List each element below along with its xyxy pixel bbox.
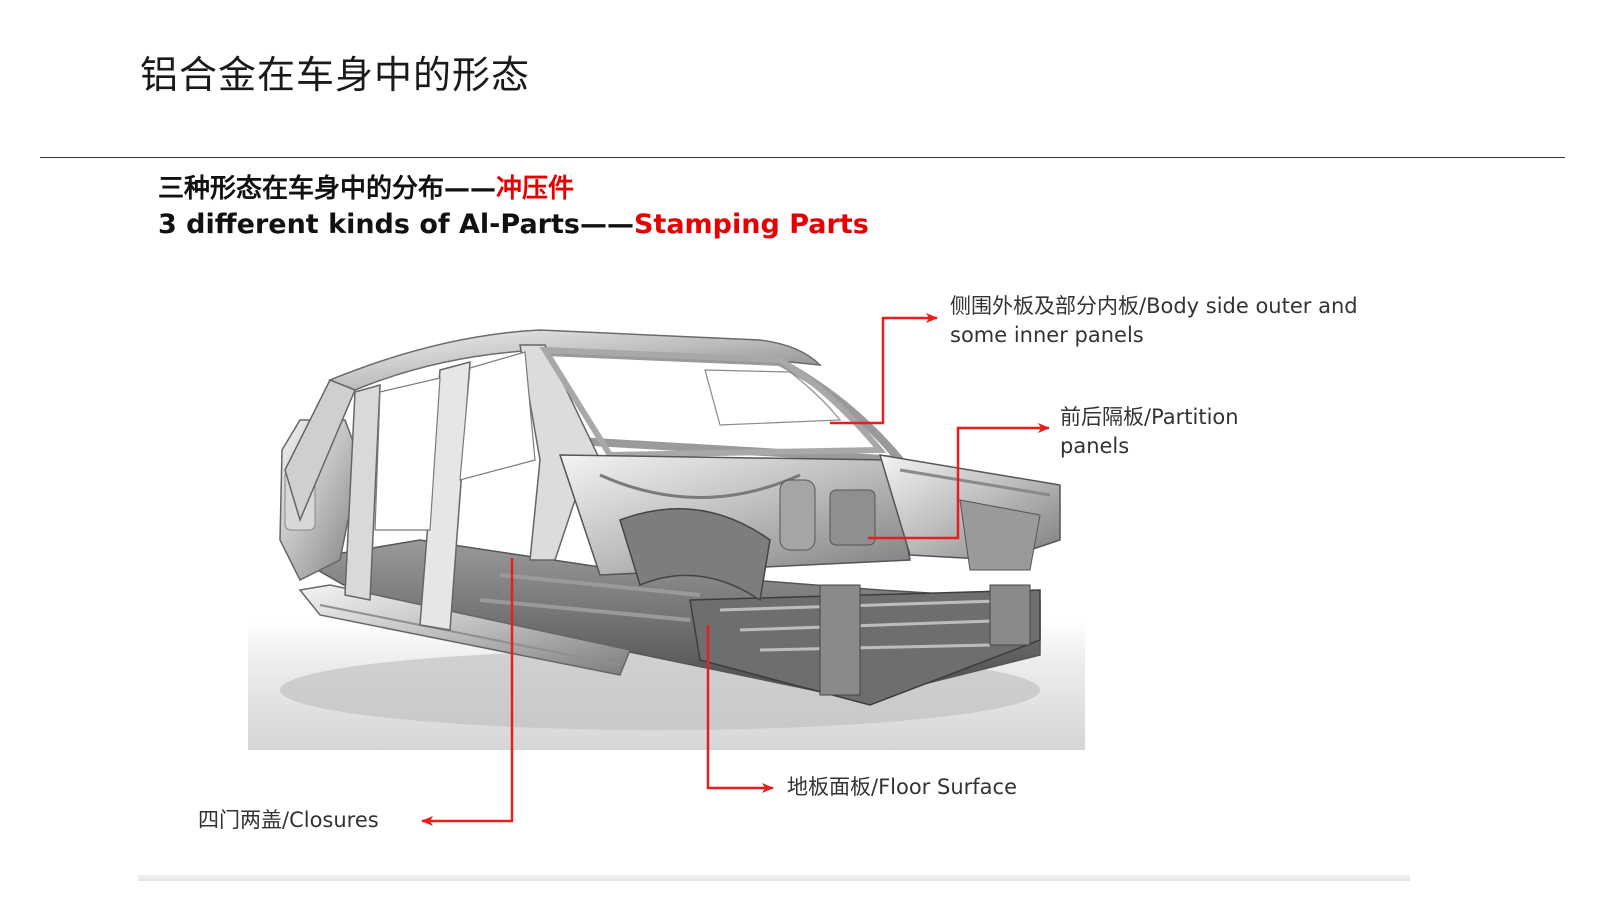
subtitle-cn-prefix: 三种形态在车身中的分布——: [158, 174, 497, 204]
callout-body-side: 侧围外板及部分内板/Body side outer and some inner…: [950, 294, 1358, 347]
footer-divider: [138, 875, 1410, 881]
callout-floor: 地板面板/Floor Surface: [787, 775, 1017, 799]
leader-closures: [421, 558, 514, 826]
subtitle-en-prefix: 3 different kinds of Al-Parts——: [158, 209, 634, 240]
slide-title: 铝合金在车身中的形态: [140, 53, 531, 97]
subtitle-cn-highlight: 冲压件: [496, 174, 575, 204]
leader-lines: [421, 313, 1050, 826]
subtitle-cn: 三种形态在车身中的分布——冲压件: [158, 171, 869, 207]
callout-closures: 四门两盖/Closures: [198, 808, 379, 832]
callout-partition: 前后隔板/Partition panels: [1060, 405, 1239, 458]
car-body-illustration: [279, 329, 1061, 730]
subtitle-en-highlight: Stamping Parts: [633, 209, 869, 240]
leader-partition: [868, 423, 1050, 540]
leader-floor: [706, 625, 774, 793]
leader-body-side: [830, 313, 938, 425]
subtitle-block: 三种形态在车身中的分布——冲压件 3 different kinds of Al…: [158, 171, 869, 243]
subtitle-en: 3 different kinds of Al-Parts——Stamping …: [158, 207, 869, 243]
title-divider: [40, 157, 1565, 158]
